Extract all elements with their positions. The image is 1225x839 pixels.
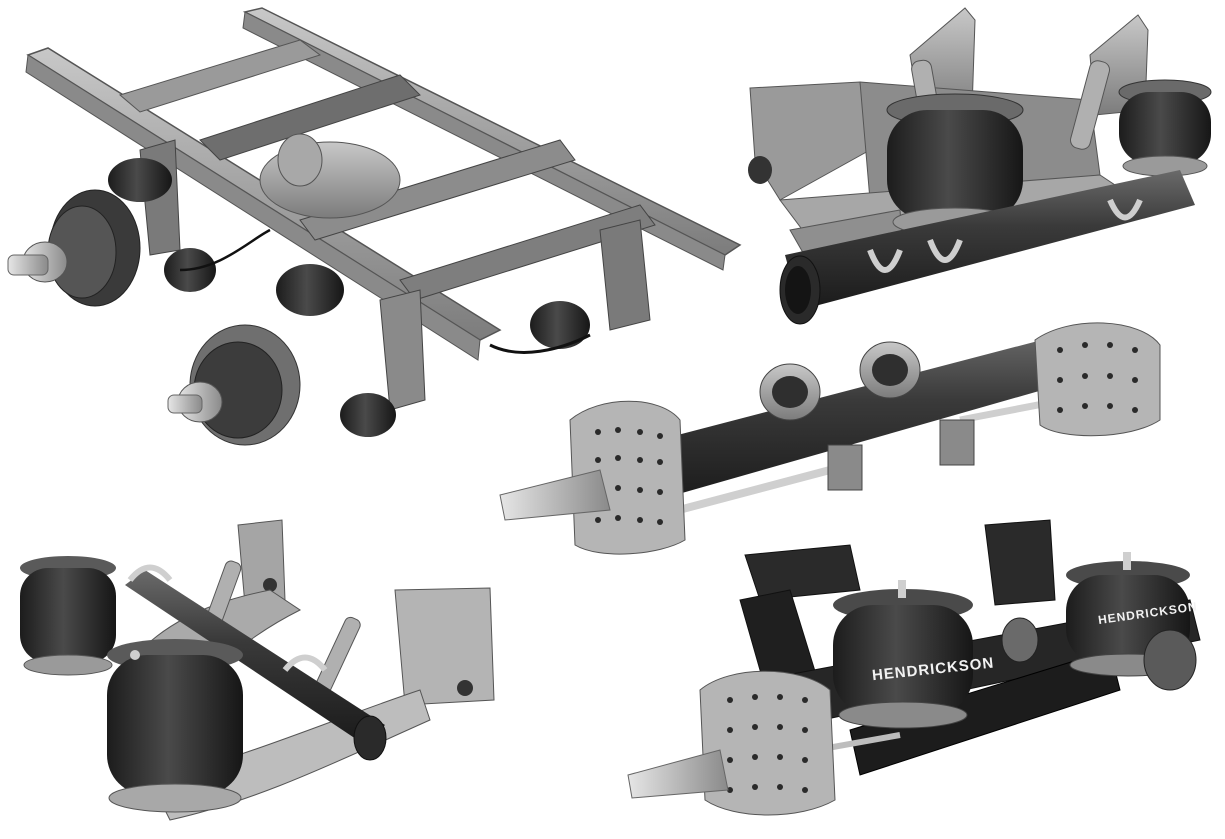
air-spring-suspension-with-axle	[20, 519, 495, 821]
drum-brake-trailer-axle	[499, 322, 1161, 555]
trailing-arm-air-suspension	[748, 7, 1212, 325]
chassis-frame-air-suspension	[7, 7, 742, 446]
branded-air-suspension-axle: HENDRICKSON HENDRICKSON	[627, 519, 1201, 816]
